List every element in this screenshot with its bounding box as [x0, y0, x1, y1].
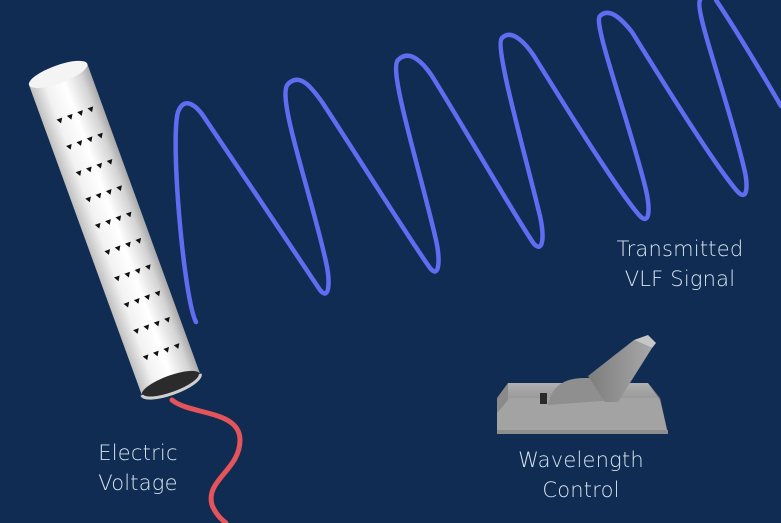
transmitted-signal-label-line1: Transmitted [616, 237, 744, 261]
voltage-wire [169, 397, 243, 523]
wavelength-control-label-line2: Control [542, 478, 620, 502]
wavelength-control-label-line1: Wavelength [518, 448, 644, 472]
wavelength-control-label: Wavelength Control [496, 445, 666, 505]
transmitted-signal-label-line2: VLF Signal [624, 267, 736, 291]
electric-voltage-label-line2: Voltage [98, 471, 178, 495]
electric-voltage-label-line1: Electric [98, 441, 178, 465]
transmitted-signal-label: Transmitted VLF Signal [600, 234, 760, 294]
wavelength-switch[interactable] [497, 335, 668, 434]
antenna-cylinder [28, 60, 202, 400]
electric-voltage-label: Electric Voltage [70, 438, 206, 498]
vlf-wave [173, 0, 781, 325]
antenna-holes [56, 106, 180, 361]
